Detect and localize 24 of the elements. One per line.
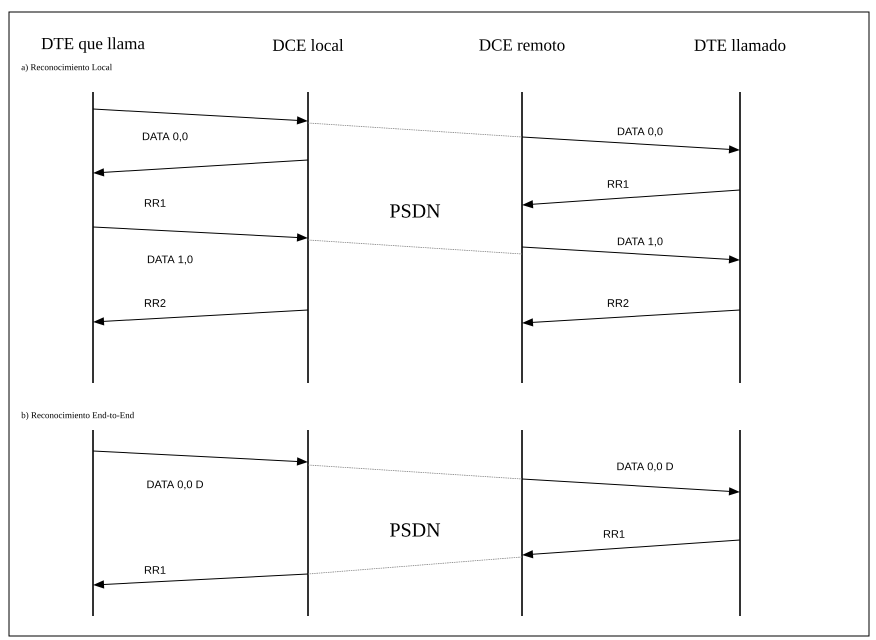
lifeline-heading: DCE local: [272, 39, 344, 51]
message-label: RR1: [604, 530, 624, 538]
message-label: RR2: [144, 299, 166, 307]
connecting-line: [308, 240, 522, 254]
section-heading: b) Reconocimiento End-to-End: [21, 412, 134, 420]
message-label: DATA 0,0 D: [617, 462, 673, 472]
connecting-line: [308, 464, 522, 480]
connecting-line: [308, 556, 522, 574]
lifeline-heading: DTE llamado: [694, 39, 786, 51]
lifeline-heading: DCE remoto: [479, 39, 565, 51]
message-label: DATA 0,0: [618, 127, 663, 137]
message-label: RR1: [608, 180, 628, 188]
lifeline-heading: DTE que llama: [42, 37, 145, 53]
message-label: RR2: [608, 299, 628, 307]
message-label: DATA 0,0: [142, 132, 188, 142]
message-label: DATA 0,0 D: [147, 480, 203, 490]
message-label: RR1: [144, 199, 166, 207]
message-label: RR1: [144, 566, 166, 574]
network-label: PSDN: [390, 204, 440, 218]
message-label: DATA 1,0: [618, 237, 663, 247]
network-label: PSDN: [390, 523, 440, 537]
section-heading: a) Reconocimiento Local: [22, 64, 112, 72]
message-label: DATA 1,0: [148, 255, 193, 265]
connecting-line: [308, 122, 522, 138]
